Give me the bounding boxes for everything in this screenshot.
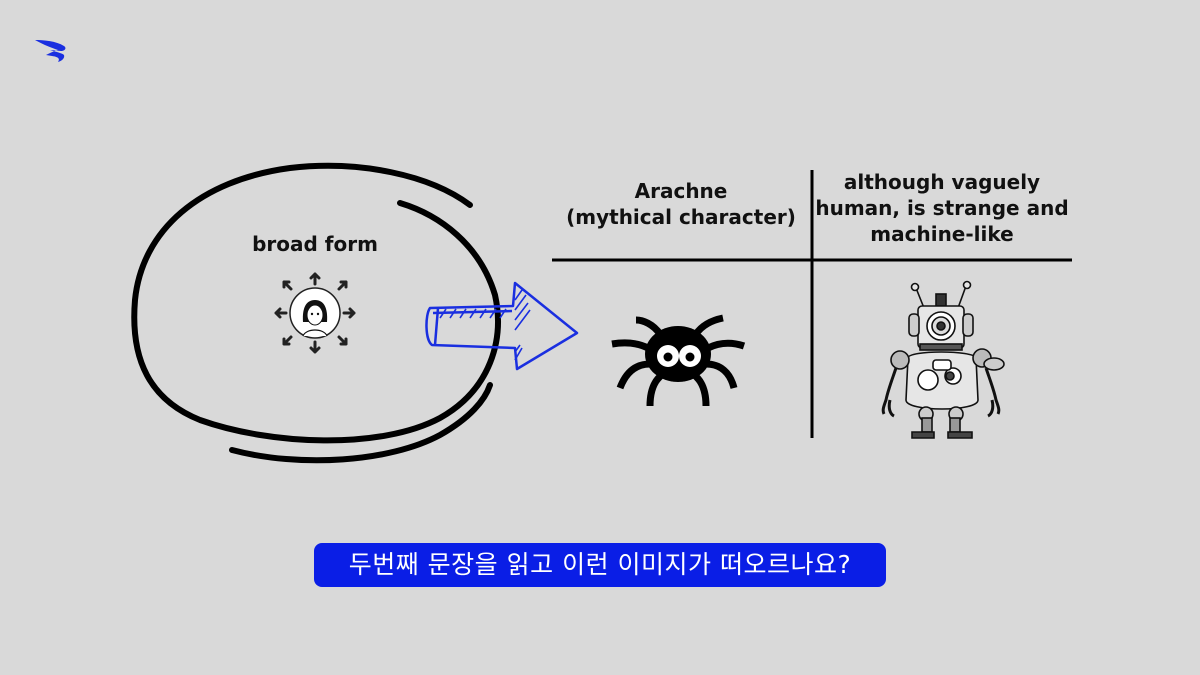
brand-logo-icon — [35, 40, 66, 62]
table-header-machine-like: although vaguely human, is strange and m… — [812, 169, 1072, 247]
broad-form-label: broad form — [252, 232, 378, 256]
header-line: human, is strange and — [815, 196, 1069, 220]
header-line: machine-like — [870, 222, 1014, 246]
header-line: (mythical character) — [566, 205, 796, 229]
robot-illustration — [881, 280, 1005, 439]
spider-icon — [611, 314, 746, 407]
table-header-arachne: Arachne (mythical character) — [552, 178, 810, 230]
table-lines — [552, 170, 1072, 438]
header-line: although vaguely — [843, 170, 1041, 194]
right-arrow-sketch-icon — [425, 281, 579, 371]
person-expanding-arrows-icon — [274, 272, 356, 354]
subtitle-caption: 두번째 문장을 읽고 이런 이미지가 떠오르나요? — [314, 543, 886, 587]
header-line: Arachne — [634, 179, 728, 203]
